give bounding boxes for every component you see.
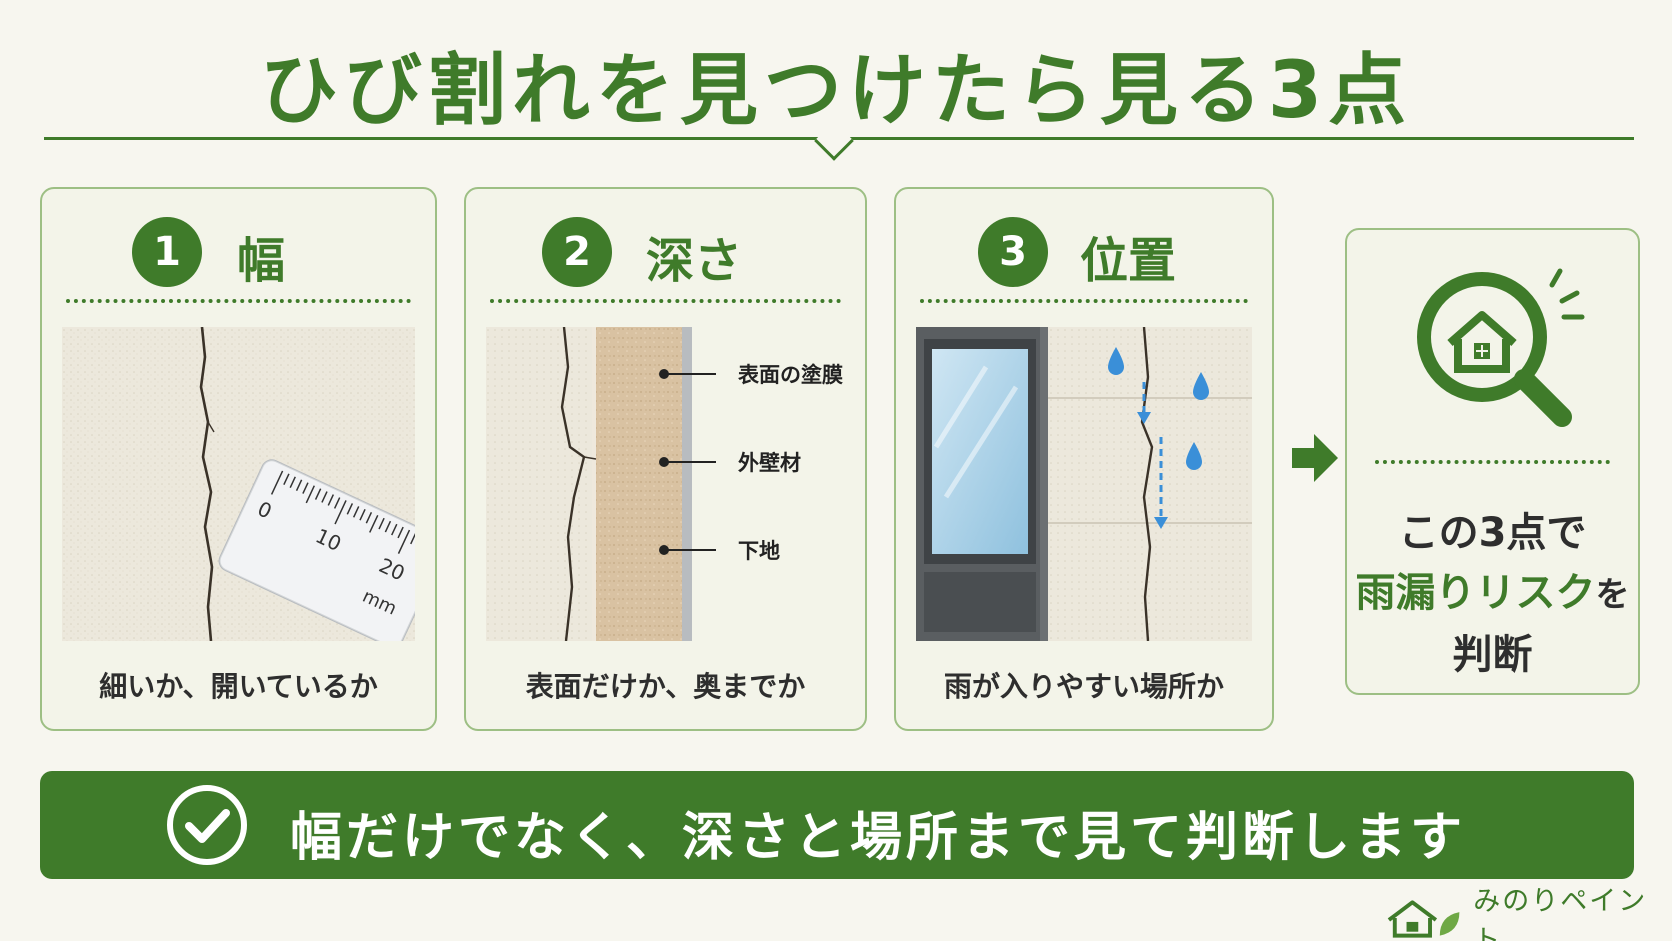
card-caption: 雨が入りやすい場所か (943, 670, 1224, 703)
layer-callouts (659, 369, 716, 555)
wall-crack-ruler-image: 0 10 20 mm (62, 327, 415, 641)
brand-name: みのりペイント (1473, 886, 1648, 941)
dotted-divider (920, 299, 1248, 303)
banner-text: 幅だけでなく、深さと場所まで見て判断します (290, 808, 1467, 868)
ruler: 0 10 20 mm (218, 459, 415, 641)
card-header: 3 位置 (896, 217, 1272, 289)
brand-logo: みのりペイント (1385, 886, 1672, 941)
layer-label-substrate: 下地 (738, 539, 780, 563)
house-magnifier-icon (1417, 268, 1585, 427)
card-location: 3 位置 (894, 187, 1274, 731)
card-title: 深さ (646, 233, 743, 289)
card-header: 2 深さ (466, 217, 865, 289)
wall-section-illustration: 表面の塗膜 外壁材 下地 (486, 327, 845, 641)
layer-label-coating: 表面の塗膜 (738, 363, 843, 387)
page-title: ひび割れを見つけたら見る3点 (259, 46, 1413, 136)
dotted-divider (1375, 460, 1610, 464)
dotted-divider (66, 299, 411, 303)
result-line-2: 雨漏りリスクを (1347, 560, 1638, 618)
result-highlight: 雨漏りリスク (1355, 570, 1596, 616)
wall-cross-section-image: 表面の塗膜 外壁材 下地 (486, 327, 843, 641)
dotted-divider (490, 299, 841, 303)
summary-banner: 幅だけでなく、深さと場所まで見て判断します (40, 771, 1634, 879)
water-path-arrows (1142, 382, 1163, 517)
water-drop-icons (1108, 347, 1209, 470)
result-particle: を (1595, 575, 1630, 615)
card-title: 幅 (237, 233, 286, 289)
card-width: 1 幅 (40, 187, 437, 731)
step-number-badge: 1 (132, 217, 202, 287)
check-circle-icon (167, 785, 247, 865)
card-title: 位置 (1080, 233, 1177, 289)
result-line-3: 判断 (1452, 632, 1533, 678)
step-number-badge: 3 (978, 217, 1048, 287)
card-header: 1 幅 (42, 217, 435, 289)
arrow-right-icon (1292, 434, 1338, 482)
card-depth: 2 深さ (464, 187, 867, 731)
window-wall-image (916, 327, 1252, 641)
layer-label-siding: 外壁材 (738, 451, 801, 475)
window-crack-illustration (916, 327, 1252, 641)
house-leaf-icon (1387, 900, 1460, 938)
step-number-badge: 2 (542, 217, 612, 287)
crack-width-illustration: 0 10 20 mm (62, 327, 415, 641)
card-caption: 細いか、開いているか (99, 670, 378, 703)
result-line-1: この3点で (1398, 510, 1587, 556)
card-caption: 表面だけか、奥までか (525, 670, 806, 703)
result-card: この3点で 雨漏りリスクを 判断 (1345, 228, 1640, 695)
